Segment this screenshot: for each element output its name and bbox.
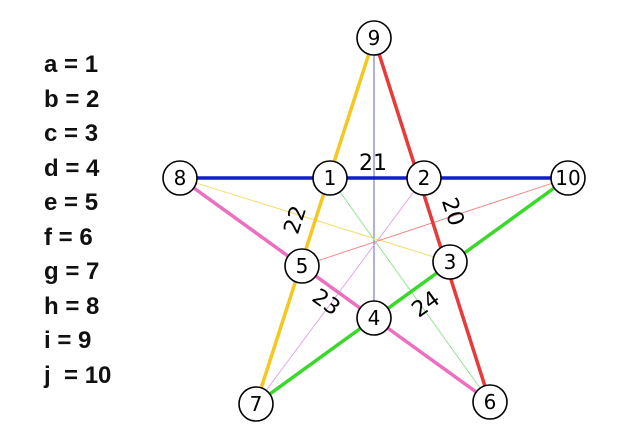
inner-line-7-2 xyxy=(255,177,425,405)
legend-letter: e xyxy=(44,189,58,216)
legend-letter: a xyxy=(44,51,58,78)
node-5 xyxy=(284,248,320,284)
edge-label-22: 22 xyxy=(280,203,312,237)
legend-value: 10 xyxy=(84,361,112,389)
legend-letter: i xyxy=(44,327,51,354)
inner-line-10-5 xyxy=(301,177,569,267)
legend-value: 9 xyxy=(78,327,92,354)
node-1 xyxy=(312,160,348,196)
legend-value: 8 xyxy=(86,292,100,320)
star-lines xyxy=(178,36,570,406)
legend-row-i: i = 9 xyxy=(44,327,92,354)
legend-letter: h xyxy=(44,292,59,320)
legend-value: 7 xyxy=(86,258,100,285)
pink-line xyxy=(178,176,492,404)
red-line xyxy=(372,36,492,404)
legend-value: 4 xyxy=(86,154,100,182)
legend-letter: c xyxy=(44,120,58,147)
legend-letter: f xyxy=(44,223,52,251)
node-label-3: 3 xyxy=(444,250,457,274)
node-label-9: 9 xyxy=(368,26,381,50)
legend-row-a: a = 1 xyxy=(44,51,99,78)
node-label-2: 2 xyxy=(418,166,431,190)
node-7 xyxy=(238,386,274,422)
node-9 xyxy=(356,20,392,56)
value-legend: a = 1 b = 2 c = 3 d = 4 e = 5 f = 6 g = … xyxy=(44,48,111,393)
node-label-6: 6 xyxy=(484,390,497,414)
legend-row-e: e = 5 xyxy=(44,189,99,216)
node-6 xyxy=(472,384,508,420)
nodes xyxy=(162,20,586,422)
legend-value: 3 xyxy=(84,120,99,147)
legend-row-f: f = 6 xyxy=(44,223,93,251)
node-2 xyxy=(406,160,442,196)
legend-row-h: h = 8 xyxy=(44,292,100,320)
legend-letter: g xyxy=(44,258,59,285)
yellow-line xyxy=(254,36,376,406)
node-labels: 1 2 3 4 5 6 7 8 9 10 xyxy=(174,26,581,416)
legend-letter: j xyxy=(44,361,51,389)
node-label-5: 5 xyxy=(296,254,309,278)
legend-value: 5 xyxy=(84,189,99,216)
legend-row-c: c = 3 xyxy=(44,120,99,147)
legend-value: 2 xyxy=(86,85,100,113)
edge-label-20: 20 xyxy=(436,195,468,229)
inner-line-6-1 xyxy=(329,177,491,403)
node-8 xyxy=(162,160,198,196)
legend-row-g: g = 7 xyxy=(44,258,100,285)
green-line xyxy=(254,176,570,406)
legend-row-b: b = 2 xyxy=(44,85,100,113)
legend-row-d: d = 4 xyxy=(44,154,100,182)
node-label-8: 8 xyxy=(174,166,187,190)
node-label-1: 1 xyxy=(324,166,337,190)
legend-row-j: j = 10 xyxy=(44,361,112,389)
node-label-10: 10 xyxy=(555,166,580,190)
edge-label-23: 23 xyxy=(307,284,344,321)
legend-value: 1 xyxy=(84,51,99,78)
legend-value: 6 xyxy=(79,223,93,251)
node-label-4: 4 xyxy=(368,306,381,330)
node-3 xyxy=(432,244,468,280)
node-4 xyxy=(356,300,392,336)
legend-letter: d xyxy=(44,154,59,182)
node-label-7: 7 xyxy=(250,392,263,416)
edge-label-21: 21 xyxy=(359,151,387,176)
node-10 xyxy=(550,160,586,196)
legend-letter: b xyxy=(44,85,59,113)
